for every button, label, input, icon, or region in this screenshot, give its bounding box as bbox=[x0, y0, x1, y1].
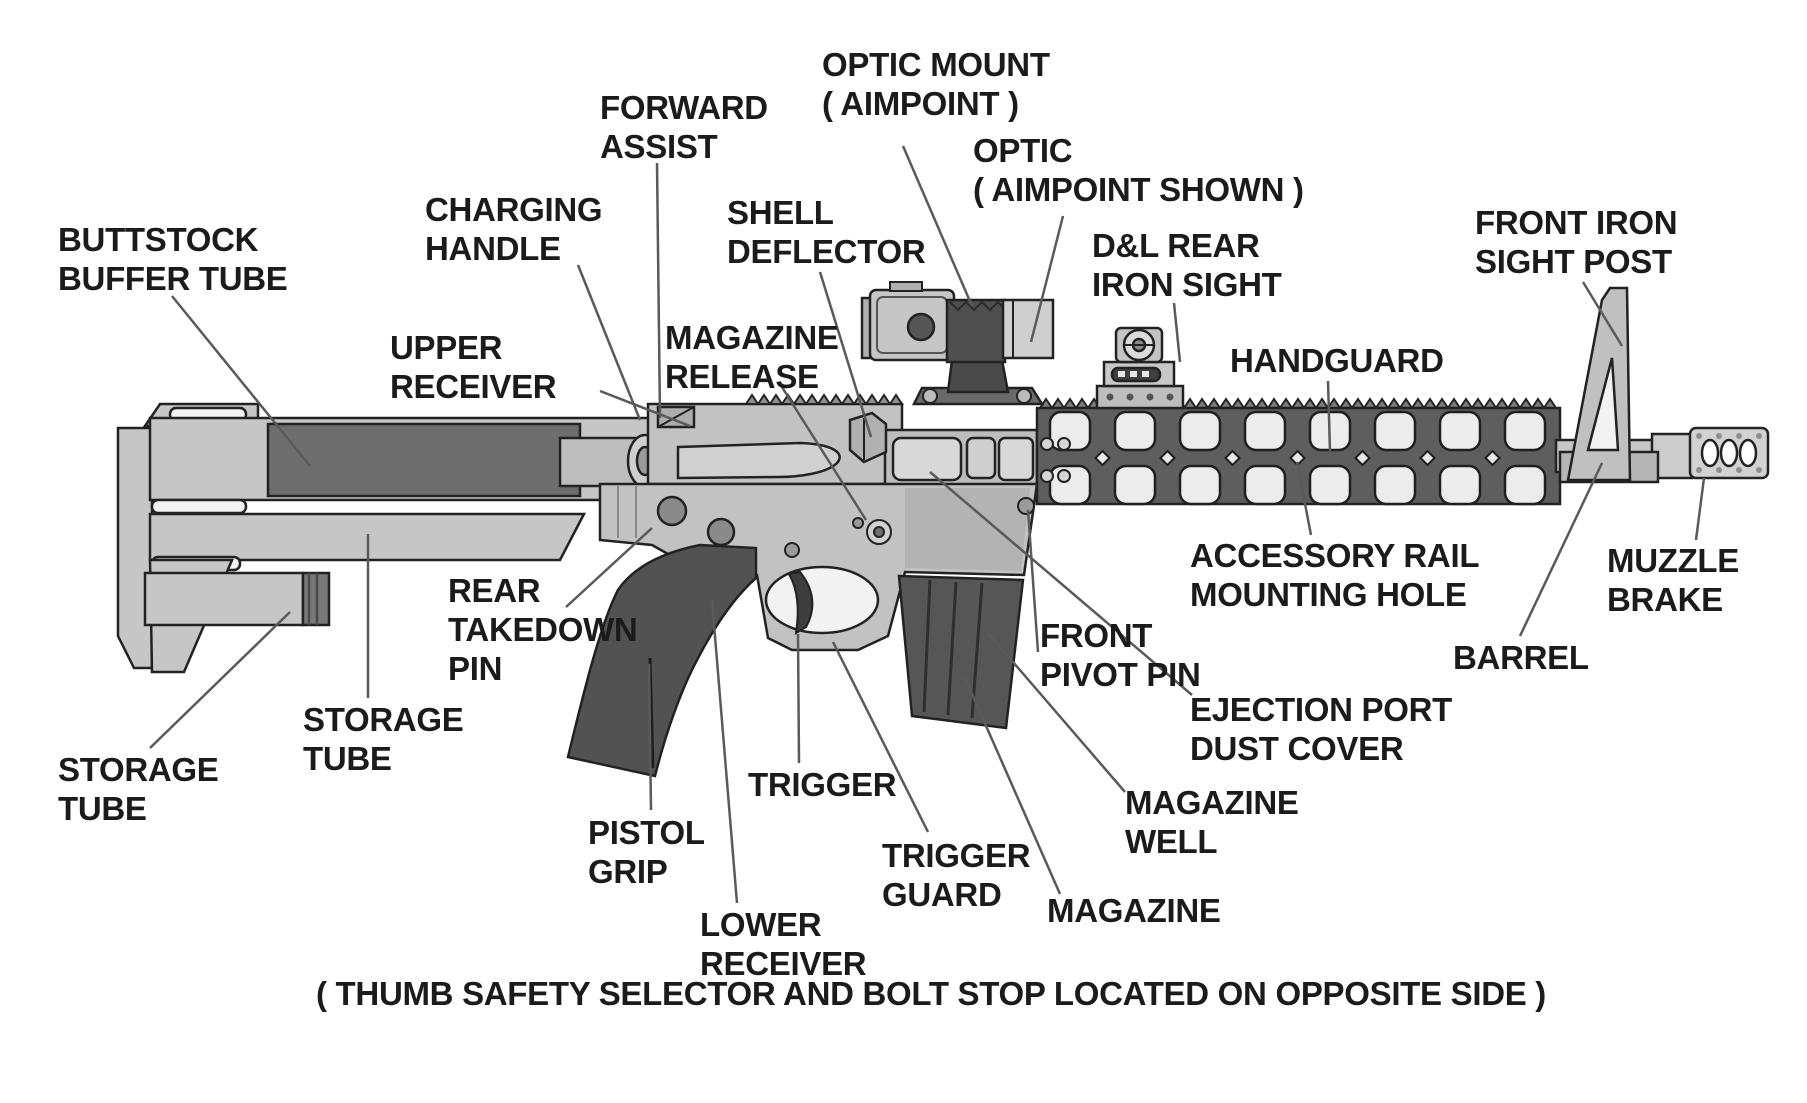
leader-magazine bbox=[963, 677, 1062, 895]
leader-charging-handle bbox=[576, 264, 642, 421]
leader-front-iron-sight-post bbox=[1581, 281, 1624, 347]
leader-muzzle-brake bbox=[1694, 477, 1706, 541]
leader-rear-takedown-pin bbox=[565, 527, 653, 608]
leader-barrel bbox=[1518, 462, 1604, 637]
handguard-hole bbox=[1308, 464, 1352, 506]
leader-optic-mount bbox=[901, 145, 974, 307]
rear-iron-sight-drawing bbox=[1095, 326, 1185, 410]
leader-storage-tube-lower bbox=[149, 611, 291, 749]
leader-forward-assist bbox=[655, 162, 662, 419]
leader-buttstock-buffer-tube bbox=[171, 295, 311, 467]
accessory-rail-mounting-hole-drawing bbox=[1484, 449, 1501, 467]
handguard-hole bbox=[1178, 410, 1222, 452]
leader-magazine-release bbox=[778, 383, 868, 521]
handguard-drawing bbox=[1035, 397, 1562, 506]
pistol-grip-drawing bbox=[566, 543, 758, 778]
accessory-rail-mounting-hole-drawing bbox=[1354, 449, 1371, 467]
leader-ejection-port-dust-cover bbox=[929, 471, 1193, 696]
leader-shell-deflector bbox=[818, 271, 873, 438]
leader-front-pivot-pin bbox=[1026, 509, 1040, 653]
accessory-rail-mounting-hole-drawing bbox=[1224, 449, 1241, 467]
leader-magazine-well bbox=[987, 632, 1126, 793]
handguard-hole bbox=[1438, 464, 1482, 506]
handguard-hole bbox=[1113, 464, 1157, 506]
shell-deflector-drawing bbox=[848, 411, 888, 464]
handguard-hole bbox=[1178, 464, 1222, 506]
handguard-hole bbox=[1373, 410, 1417, 452]
optic-and-mount-drawing bbox=[860, 281, 1055, 406]
front-sight-barrel-muzzle-drawing bbox=[1554, 286, 1770, 484]
buffer-tube-drawing bbox=[558, 433, 664, 489]
accessory-rail-mounting-hole-drawing bbox=[1159, 449, 1176, 467]
accessory-rail-mounting-hole-drawing bbox=[1094, 449, 1111, 467]
handguard-hole bbox=[1243, 464, 1287, 506]
leader-accessory-rail-mounting-hole bbox=[1295, 461, 1313, 536]
handguard-hole bbox=[1503, 410, 1547, 452]
handguard-hole bbox=[1373, 464, 1417, 506]
leader-trigger bbox=[796, 633, 801, 764]
leader-lower-receiver bbox=[710, 599, 739, 904]
magazine-drawing bbox=[897, 574, 1025, 730]
handguard-hole bbox=[1113, 410, 1157, 452]
leader-dl-rear-iron-sight bbox=[1172, 302, 1182, 363]
handguard-hole bbox=[1438, 410, 1482, 452]
leader-trigger-guard bbox=[831, 641, 930, 833]
leader-optic bbox=[1029, 215, 1065, 343]
leader-pistol-grip bbox=[647, 663, 653, 811]
leader-handguard bbox=[1326, 380, 1332, 453]
handguard-hole bbox=[1048, 464, 1092, 506]
accessory-rail-mounting-hole-drawing bbox=[1419, 449, 1436, 467]
leader-upper-receiver bbox=[599, 389, 691, 428]
leader-lines bbox=[149, 145, 1706, 904]
lower-receiver-drawing bbox=[598, 482, 1039, 652]
handguard-hole bbox=[1243, 410, 1287, 452]
handguard-hole bbox=[1503, 464, 1547, 506]
